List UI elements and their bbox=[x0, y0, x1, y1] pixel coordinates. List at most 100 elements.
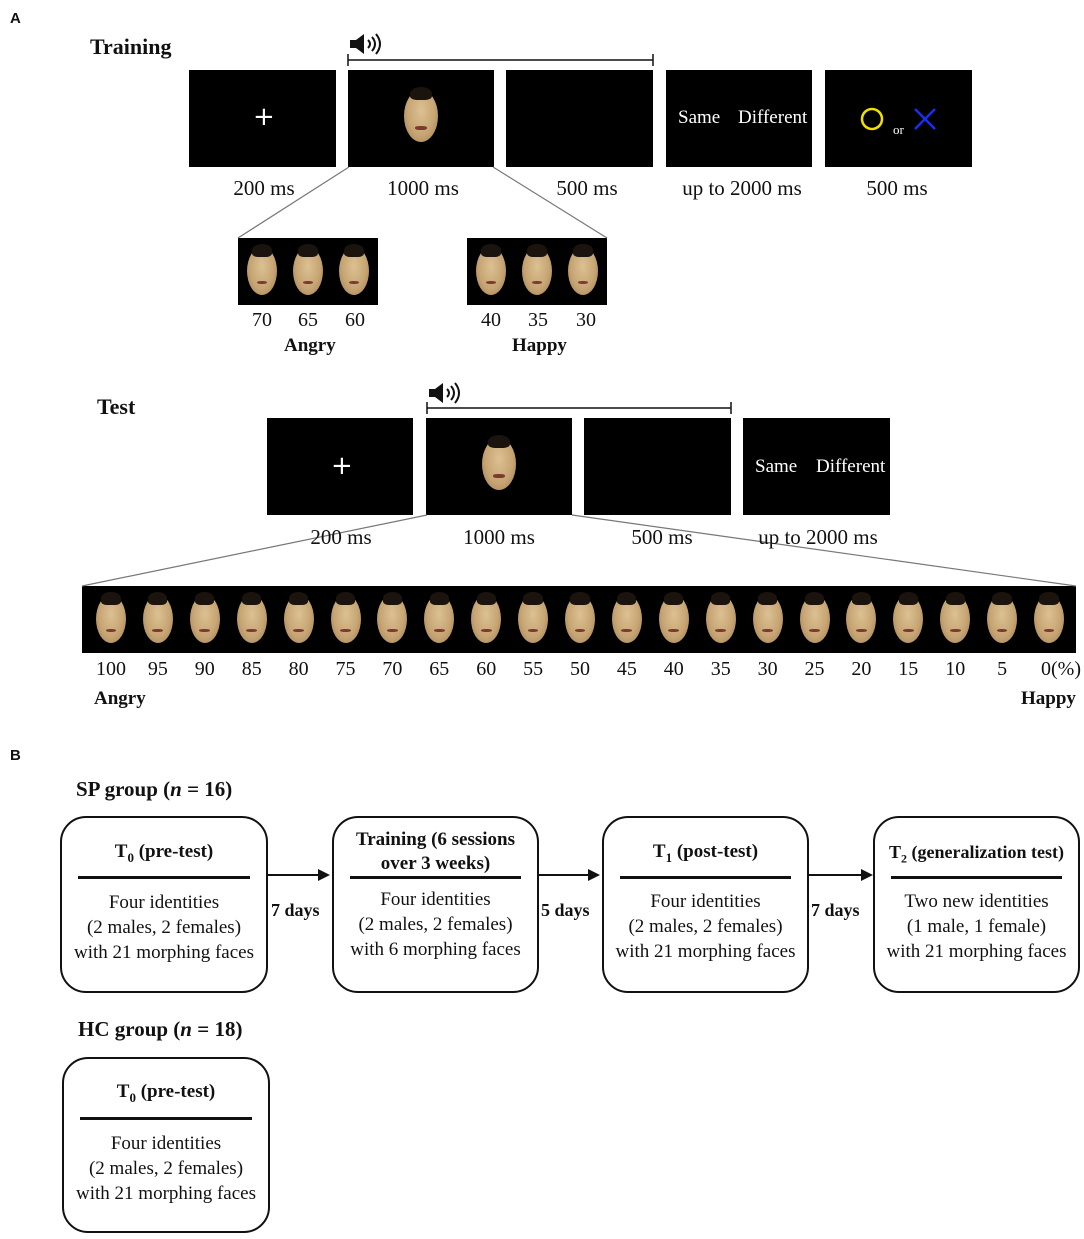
test-title: Test bbox=[97, 394, 136, 419]
morph-level: 100 bbox=[96, 658, 126, 680]
face-image bbox=[658, 592, 689, 643]
panel-b-letter: B bbox=[10, 747, 21, 764]
incorrect-cross-icon bbox=[914, 108, 936, 130]
t0-pretest-box: T0 (pre-test) Four identities (2 males, … bbox=[60, 816, 268, 993]
test-timing-2: 1000 ms bbox=[463, 525, 535, 549]
sp-title-n: n bbox=[170, 777, 182, 801]
test-timing-4: up to 2000 ms bbox=[758, 525, 878, 549]
morph-level: 65 bbox=[429, 658, 450, 680]
title-rest: (generalization test) bbox=[907, 842, 1064, 862]
box-divider bbox=[80, 1117, 252, 1120]
face-image bbox=[339, 244, 369, 295]
face-image bbox=[568, 244, 598, 295]
morph-face-strip bbox=[82, 586, 1076, 653]
box-title: T1 (post-test) bbox=[604, 840, 807, 870]
speaker-icon bbox=[429, 382, 460, 404]
test-face-screen bbox=[426, 418, 572, 515]
t1-posttest-box: T1 (post-test) Four identities (2 males,… bbox=[602, 816, 809, 993]
different-label: Different bbox=[816, 456, 886, 477]
title-rest: (pre-test) bbox=[135, 1081, 216, 1102]
training-timing-3: 500 ms bbox=[556, 176, 618, 200]
face-image bbox=[1034, 592, 1064, 643]
hc-title-suffix: = 18) bbox=[191, 1017, 243, 1041]
training-face-screen bbox=[348, 70, 494, 167]
face-image bbox=[476, 244, 506, 295]
test-fixation-screen: + bbox=[267, 418, 413, 515]
morph-level: 0(%) bbox=[1041, 658, 1081, 680]
sp-group-title: SP group (n = 16) bbox=[76, 777, 232, 802]
face-image bbox=[846, 592, 877, 643]
box-line: (2 males, 2 females) bbox=[628, 916, 783, 937]
morph-level: 70 bbox=[252, 309, 272, 331]
morph-level: 95 bbox=[147, 658, 168, 680]
morph-level: 30 bbox=[757, 658, 778, 680]
face-image bbox=[471, 592, 502, 643]
face-image bbox=[293, 244, 323, 295]
training-feedback-screen: or bbox=[825, 70, 972, 167]
face-image bbox=[522, 244, 552, 295]
panel-a-letter: A bbox=[10, 10, 21, 27]
face-image bbox=[424, 592, 455, 643]
same-label: Same bbox=[755, 456, 798, 477]
face-image bbox=[247, 244, 277, 295]
title-main: T bbox=[889, 842, 902, 862]
hc-group-title: HC group (n = 18) bbox=[78, 1017, 242, 1042]
or-label: or bbox=[893, 122, 904, 137]
face-image bbox=[377, 592, 408, 643]
box-title: T0 (pre-test) bbox=[64, 1080, 268, 1110]
face-image bbox=[404, 86, 438, 142]
training-timing-1: 200 ms bbox=[233, 176, 295, 200]
t2-generalization-box: T2 (generalization test) Two new identit… bbox=[873, 816, 1080, 993]
face-image bbox=[893, 592, 924, 643]
sp-title-prefix: SP group ( bbox=[76, 777, 171, 801]
fixation-cross: + bbox=[253, 102, 275, 132]
face-image bbox=[518, 592, 549, 643]
interval-label: 7 days bbox=[811, 900, 860, 920]
title-main: T bbox=[116, 1081, 130, 1102]
box-line: with 21 morphing faces bbox=[76, 1183, 256, 1204]
box-divider bbox=[350, 876, 521, 879]
box-line: with 21 morphing faces bbox=[886, 941, 1067, 962]
face-image bbox=[330, 592, 361, 643]
box-line: with 6 morphing faces bbox=[350, 939, 521, 960]
box-divider bbox=[620, 876, 791, 879]
correct-circle-icon bbox=[860, 107, 884, 131]
angry-label: Angry bbox=[284, 335, 336, 356]
happy-label: Happy bbox=[1021, 688, 1076, 709]
training-timing-5: 500 ms bbox=[866, 176, 928, 200]
test-response-screen: Same Different bbox=[743, 418, 890, 515]
test-blank-screen bbox=[584, 418, 731, 515]
face-image bbox=[611, 592, 642, 643]
title-sub: 0 bbox=[129, 1089, 136, 1105]
morph-level: 80 bbox=[288, 658, 309, 680]
hc-title-n: n bbox=[180, 1017, 192, 1041]
morph-level: 10 bbox=[945, 658, 966, 680]
angry-face-strip bbox=[238, 238, 378, 305]
face-image bbox=[752, 592, 783, 643]
interval-label: 5 days bbox=[541, 900, 590, 920]
morph-level: 50 bbox=[570, 658, 590, 680]
box-line: (2 males, 2 females) bbox=[358, 914, 513, 935]
face-image bbox=[565, 592, 595, 643]
morph-level: 5 bbox=[997, 658, 1008, 680]
morph-level: 40 bbox=[481, 309, 501, 331]
box-title-line2: over 3 weeks) bbox=[380, 853, 491, 874]
face-image bbox=[940, 592, 971, 643]
box-line: Two new identities bbox=[904, 891, 1049, 912]
interval-label: 7 days bbox=[271, 900, 320, 920]
box-line: (2 males, 2 females) bbox=[86, 917, 242, 938]
face-image bbox=[189, 592, 220, 643]
happy-face-strip bbox=[467, 238, 607, 305]
box-title: T2 (generalization test) bbox=[875, 840, 1078, 871]
box-line: Four identities bbox=[650, 891, 761, 912]
speaker-icon bbox=[350, 33, 381, 55]
morph-level: 60 bbox=[476, 658, 497, 680]
box-line: Four identities bbox=[380, 889, 491, 910]
morph-level: 20 bbox=[851, 658, 872, 680]
morph-level: 85 bbox=[241, 658, 262, 680]
training-timing-2: 1000 ms bbox=[387, 176, 459, 200]
title-rest: (pre-test) bbox=[133, 841, 214, 862]
face-image bbox=[283, 592, 314, 643]
face-image bbox=[482, 434, 516, 490]
face-image bbox=[142, 592, 173, 643]
